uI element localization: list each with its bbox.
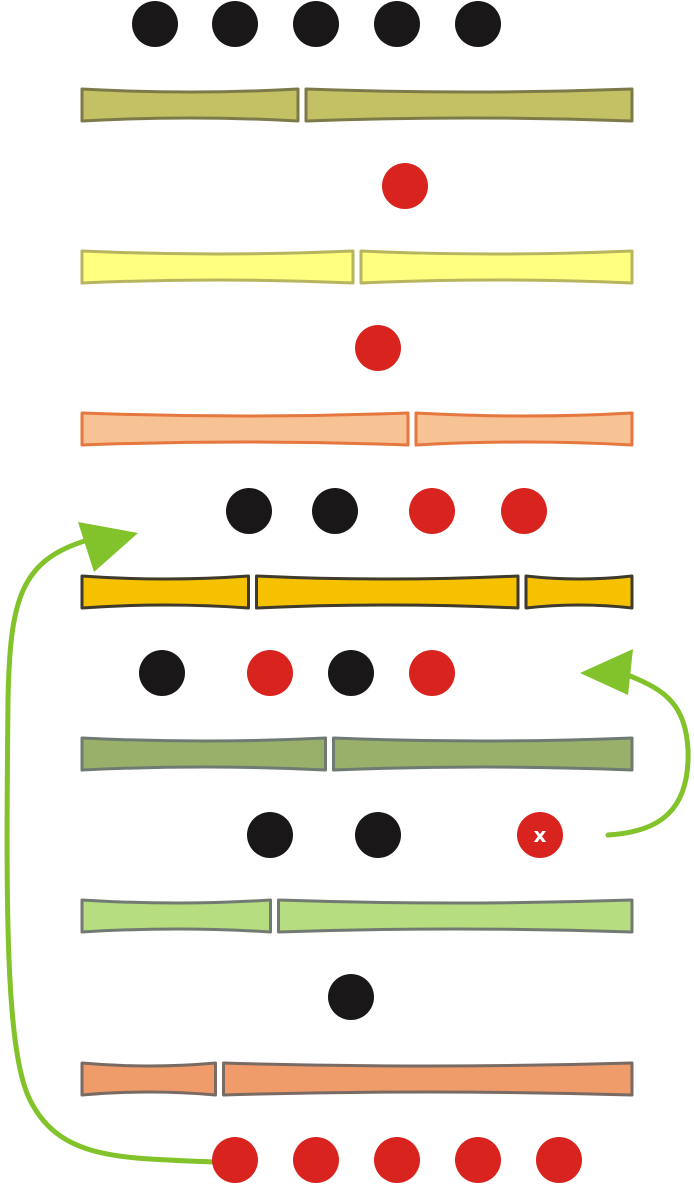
bar-7 — [80, 1061, 634, 1097]
long-arrow-shaft — [4, 537, 217, 1165]
short-arrow-shaft — [605, 673, 691, 838]
bar-1-segment — [304, 87, 634, 123]
black-bead — [212, 1, 258, 47]
short-return-arrow — [580, 649, 691, 838]
bar-1-segment — [80, 87, 300, 123]
bar-5-segment — [80, 736, 327, 772]
red-bead — [409, 650, 455, 696]
curved-arrow-up-icon — [580, 649, 633, 695]
bar-7-segment — [80, 1061, 217, 1097]
black-bead — [455, 1, 501, 47]
bead-row-4 — [226, 488, 547, 534]
black-bead — [312, 488, 358, 534]
black-bead — [374, 1, 420, 47]
black-bead — [247, 812, 293, 858]
bars-layer — [80, 87, 634, 1097]
bead-row-1 — [132, 1, 501, 47]
bead-row-2 — [382, 163, 428, 209]
black-bead — [293, 1, 339, 47]
bar-2-segment — [359, 249, 634, 285]
bar-6-segment — [80, 898, 272, 934]
bar-4-segment — [80, 574, 250, 610]
black-bead — [328, 650, 374, 696]
red-bead — [501, 488, 547, 534]
red-bead — [517, 812, 563, 858]
arrows-layer — [4, 522, 691, 1165]
bar-3 — [80, 411, 634, 447]
bar-5 — [80, 736, 634, 772]
bead-row-8 — [212, 1137, 582, 1183]
bar-3-segment — [414, 411, 634, 447]
black-bead — [226, 488, 272, 534]
bead-row-3 — [355, 325, 401, 371]
bar-6 — [80, 898, 634, 934]
long-return-arrow — [4, 522, 217, 1165]
curved-arrow-up-icon — [78, 522, 138, 572]
red-bead — [455, 1137, 501, 1183]
bead-row-5 — [139, 650, 455, 696]
bar-1 — [80, 87, 634, 123]
red-bead — [374, 1137, 420, 1183]
bar-4 — [80, 574, 634, 610]
bar-5-segment — [332, 736, 634, 772]
red-bead — [247, 650, 293, 696]
red-bead — [536, 1137, 582, 1183]
black-bead — [132, 1, 178, 47]
bar-4-segment — [524, 574, 634, 610]
bar-7-segment — [222, 1061, 634, 1097]
bead-row-6: x — [247, 812, 563, 858]
bar-2-segment — [80, 249, 355, 285]
red-bead — [293, 1137, 339, 1183]
beads-layer: x — [132, 1, 582, 1183]
black-bead — [328, 974, 374, 1020]
marked-bead: x — [517, 812, 563, 858]
red-bead — [409, 488, 455, 534]
bead-row-7 — [328, 974, 374, 1020]
bar-6-segment — [277, 898, 634, 934]
bar-4-segment — [255, 574, 520, 610]
red-bead — [382, 163, 428, 209]
black-bead — [355, 812, 401, 858]
bar-2 — [80, 249, 634, 285]
bar-3-segment — [80, 411, 410, 447]
marker-label: x — [534, 823, 547, 847]
black-bead — [139, 650, 185, 696]
red-bead — [355, 325, 401, 371]
red-bead — [212, 1137, 258, 1183]
